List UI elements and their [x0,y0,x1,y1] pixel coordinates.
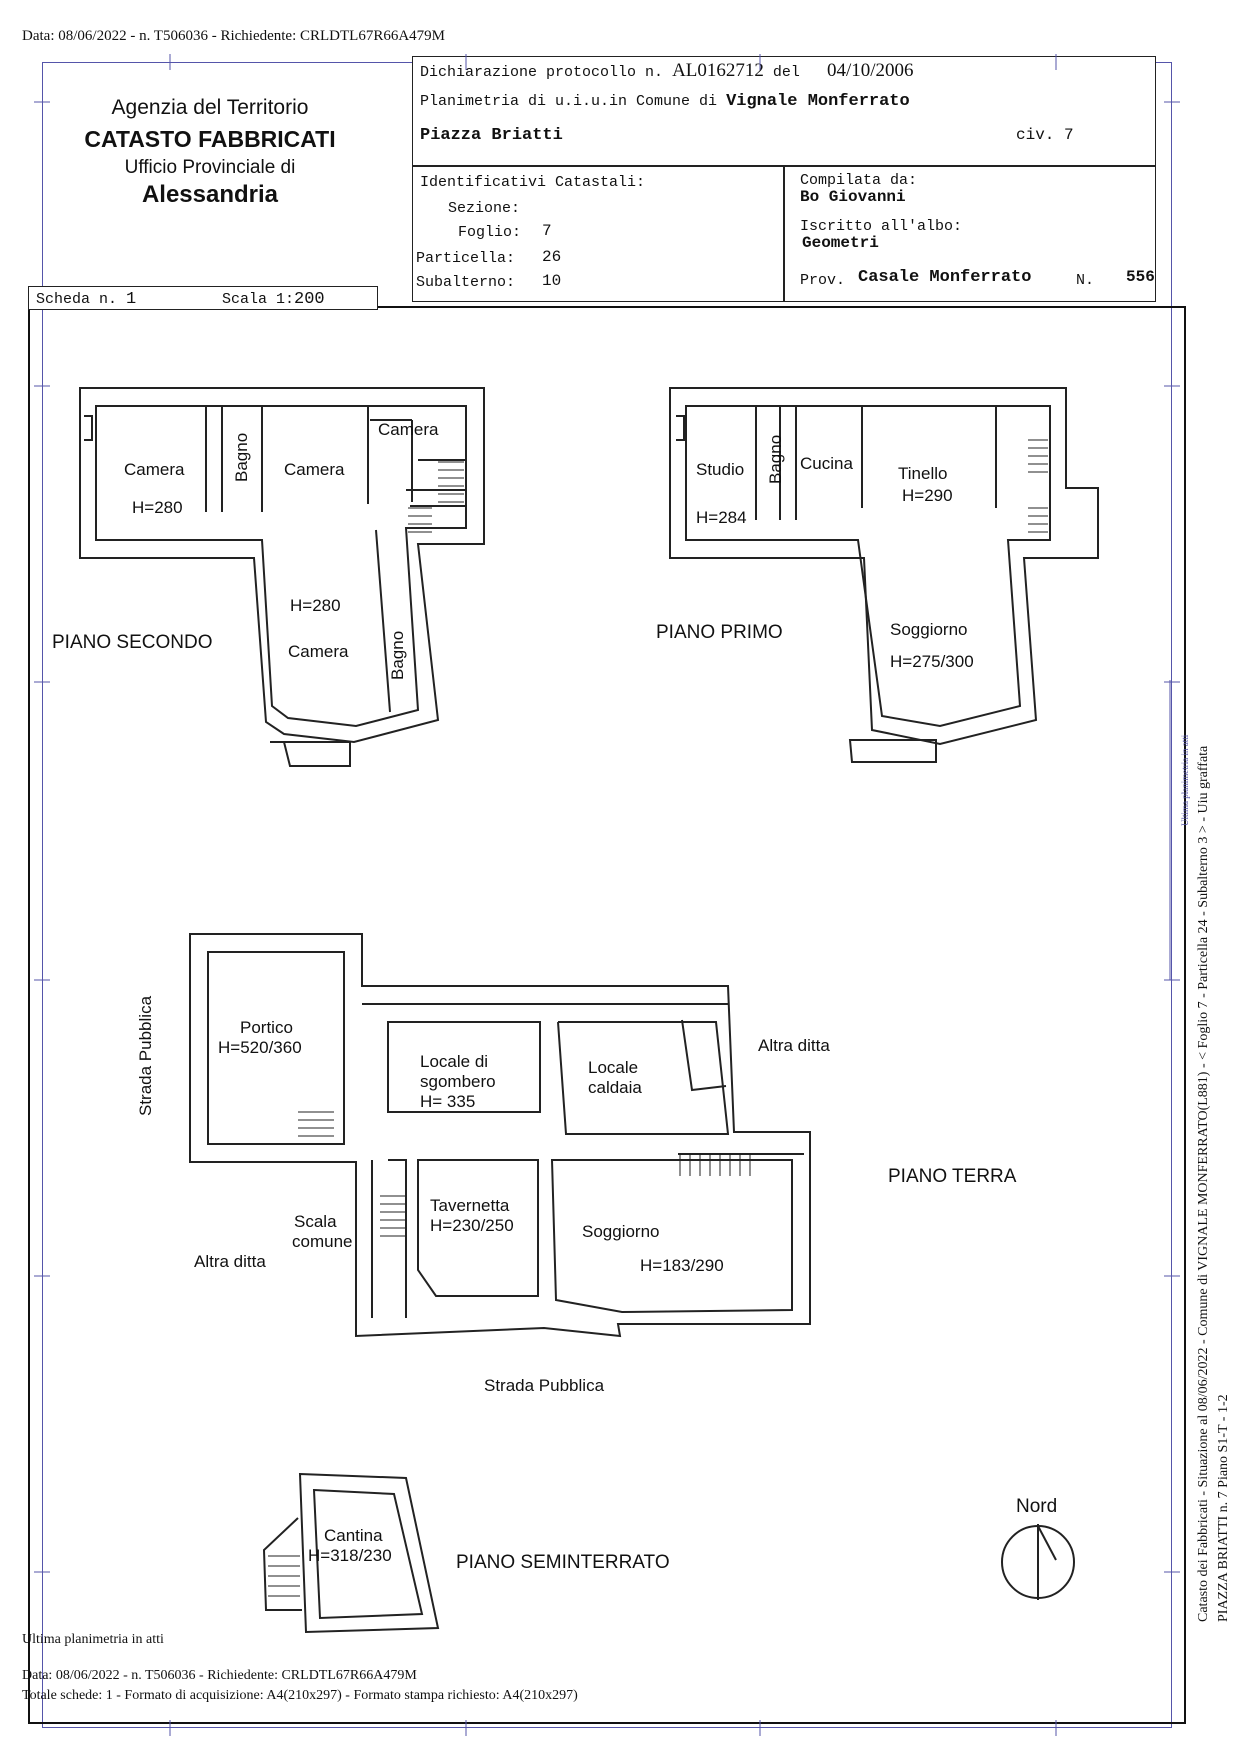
height-tavernetta: H=230/250 [430,1216,514,1235]
height-camera-4: H=280 [290,596,341,615]
albo-number: 556 [1126,268,1155,286]
prov-label: Prov. [800,272,846,289]
label-altra-ditta-left: Altra ditta [194,1252,266,1271]
height-camera-1: H=280 [132,498,183,517]
room-locale-sgombero-2: sgombero [420,1072,496,1091]
agency-block: Agenzia del Territorio CATASTO FABBRICAT… [40,96,380,209]
declaration-box [412,56,1156,166]
height-cantina: H=318/230 [308,1546,392,1565]
label-piano-seminterrato: PIANO SEMINTERRATO [456,1552,670,1573]
scheda-info: Scheda n. 1 [36,290,137,309]
subalterno-value: 10 [542,272,562,290]
room-tinello: Tinello [898,464,948,483]
side-address-info: PIAZZA BRIATTI n. 7 Piano S1-T - 1-2 [1216,1394,1231,1622]
height-tinello: H=290 [902,486,953,505]
comune-name: Vignale Monferrato [726,92,910,111]
label-piano-secondo: PIANO SECONDO [52,632,213,653]
civic-number: civ. 7 [1016,126,1074,144]
room-cantina: Cantina [324,1526,383,1545]
height-studio: H=284 [696,508,747,527]
label-altra-ditta-right: Altra ditta [758,1036,830,1055]
address: Piazza Briatti [420,126,563,145]
subalterno-label: Subalterno: [416,274,516,291]
height-soggiorno-primo: H=275/300 [890,652,974,671]
sezione-label: Sezione: [448,200,521,217]
compilata-box [784,166,1156,302]
albo-label: Iscritto all'albo: [800,218,963,235]
height-portico: H=520/360 [218,1038,302,1057]
label-piano-primo: PIANO PRIMO [656,622,783,643]
albo-value: Geometri [802,234,879,252]
request-header: Data: 08/06/2022 - n. T506036 - Richiede… [22,28,446,44]
particella-value: 26 [542,248,562,266]
room-locale-caldaia-1: Locale [588,1058,639,1077]
room-camera-1: Camera [124,460,185,479]
height-locale-sgombero: H= 335 [420,1092,476,1111]
scala-info: Scala 1:200 [222,290,325,309]
n-label: N. [1076,272,1095,289]
room-locale-caldaia-2: caldaia [588,1078,642,1097]
identificativi-box [412,166,784,302]
label-strada-pubblica-bottom: Strada Pubblica [484,1376,605,1395]
side-catasto-info: Catasto dei Fabbricati - Situazione al 0… [1196,745,1211,1622]
plan-piano-terra [189,933,811,1338]
compilata-label: Compilata da: [800,172,918,189]
catasto-title: CATASTO FABBRICATI [84,126,336,152]
height-soggiorno-terra: H=183/290 [640,1256,724,1275]
room-bagno-2: Bagno [388,630,407,680]
foglio-value: 7 [542,222,552,240]
room-portico: Portico [240,1018,293,1037]
room-studio: Studio [696,460,745,479]
scheda-box [28,286,378,310]
particella-label: Particella: [416,250,516,267]
room-soggiorno-primo: Soggiorno [890,620,968,639]
room-locale-sgombero-1: Locale di [420,1052,489,1071]
room-camera-3: Camera [378,420,439,439]
room-camera-2: Camera [284,460,345,479]
drawing-frame [28,306,1186,1724]
plan-piano-primo [669,387,1099,763]
foglio-label: Foglio: [458,224,522,241]
province-name: Alessandria [141,181,279,208]
north-arrow [1001,1524,1075,1600]
ultima-planimetria: Ultima planimetria in atti [22,1632,164,1647]
compilata-name: Bo Giovanni [800,188,906,206]
protocol-date: 04/10/2006 [826,60,914,81]
plan-piano-secondo [79,387,485,767]
planimetria-line: Planimetria di u.i.u.in Comune di Vignal… [420,92,910,111]
room-tavernetta: Tavernetta [430,1196,510,1215]
ufficio-label: Ufficio Provinciale di [124,157,296,178]
protocol-number: AL0162712 [672,60,764,81]
label-scala: Scala [294,1212,337,1231]
label-strada-pubblica-left: Strada Pubblica [136,995,155,1116]
plan-piano-seminterrato [262,1472,440,1634]
north-label: Nord [1016,1496,1058,1517]
declaration-line: Dichiarazione protocollo n. AL0162712 de… [420,60,914,81]
label-scala-comune: comune [292,1232,353,1251]
label-piano-terra: PIANO TERRA [888,1166,1017,1187]
room-bagno-primo: Bagno [766,434,785,484]
agency-name: Agenzia del Territorio [111,96,309,119]
room-bagno-1: Bagno [232,432,251,482]
side-small-note: Ultima planimetria in atti [1180,734,1190,826]
identificativi-title: Identificativi Catastali: [420,174,646,191]
room-cucina: Cucina [800,454,853,473]
prov-value: Casale Monferrato [858,268,1032,287]
room-soggiorno-terra: Soggiorno [582,1222,660,1241]
footer-request: Data: 08/06/2022 - n. T506036 - Richiede… [22,1668,417,1683]
room-camera-4: Camera [288,642,349,661]
footer-format: Totale schede: 1 - Formato di acquisizio… [22,1688,578,1703]
